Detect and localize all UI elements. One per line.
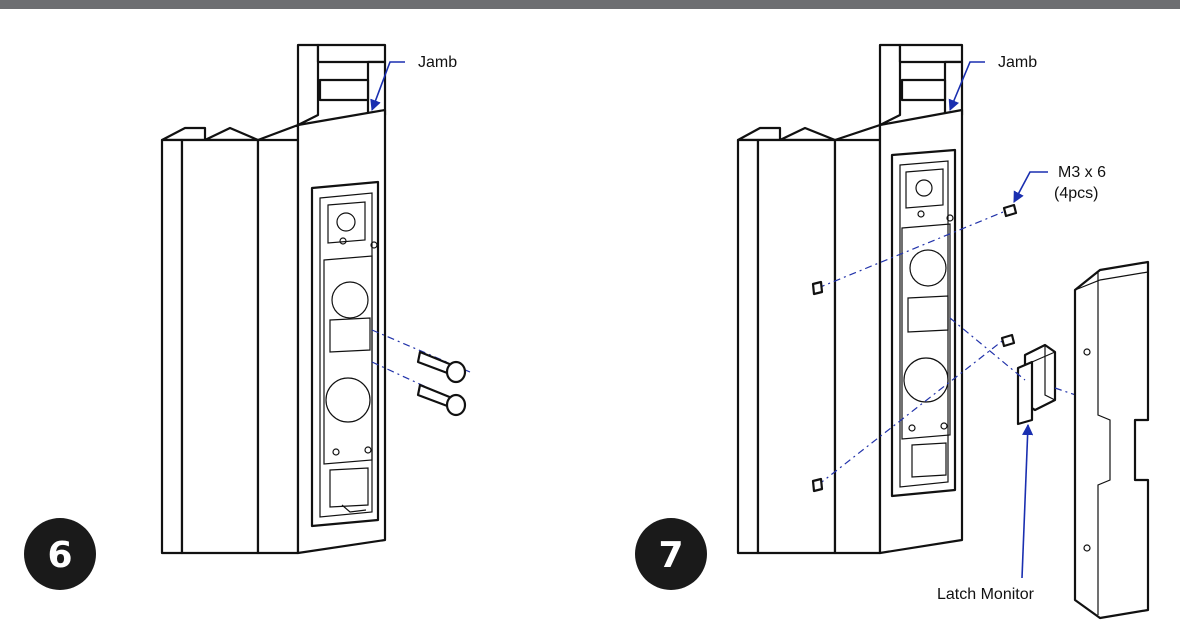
top-divider-bar xyxy=(0,0,1180,9)
step-7-jamb-label: Jamb xyxy=(998,54,1037,71)
step-6-badge: 6 xyxy=(24,518,96,590)
step-7-jamb-leader xyxy=(948,61,985,112)
latch-monitor-leader xyxy=(1021,423,1034,579)
step-6-screws xyxy=(371,329,471,417)
monitor-cover-part xyxy=(1073,260,1150,620)
step-6-jamb-label: Jamb xyxy=(418,54,457,71)
step-6-number: 6 xyxy=(47,535,72,576)
latch-monitor-part xyxy=(949,317,1121,426)
step-7-mounting-screws xyxy=(811,203,1018,493)
latch-monitor-label: Latch Monitor xyxy=(937,586,1035,603)
step-7-badge: 7 xyxy=(635,518,707,590)
screw-spec-leader xyxy=(1013,171,1048,203)
step-7-number: 7 xyxy=(658,535,683,576)
step-6-jamb-assembly xyxy=(160,43,387,555)
step-7-jamb-assembly xyxy=(736,43,964,555)
screw-spec-label: M3 x 6 xyxy=(1058,164,1106,181)
step-6-jamb-leader xyxy=(370,61,405,112)
screw-qty-label: (4pcs) xyxy=(1054,185,1098,202)
